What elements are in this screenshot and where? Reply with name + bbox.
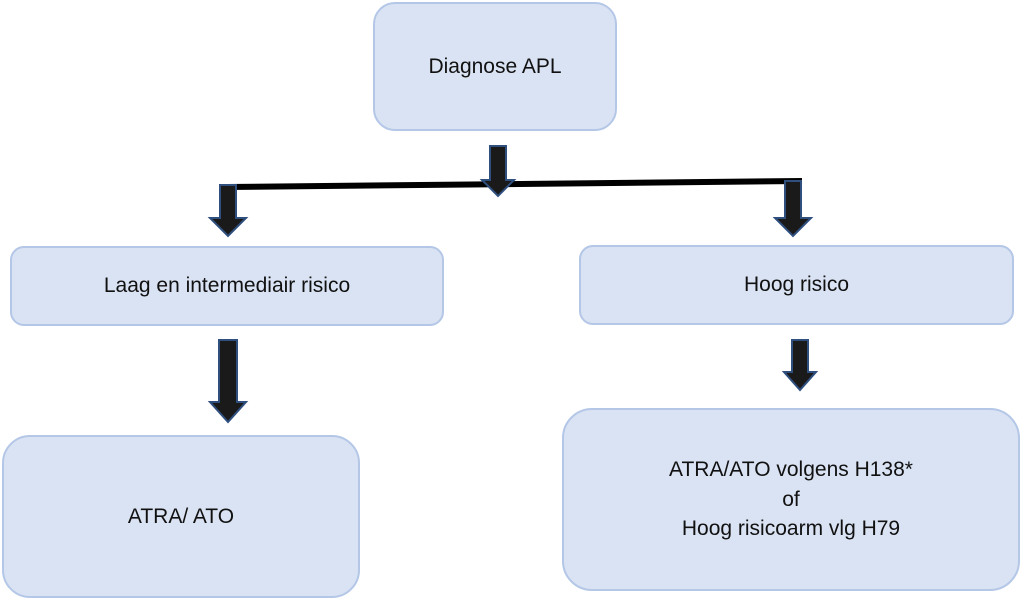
node-low-treatment-label: ATRA/ ATO bbox=[127, 504, 235, 528]
node-high-treatment-label: ATRA/ATO volgens H138* of Hoog risicoarm… bbox=[669, 458, 913, 541]
node-low-intermediate-risk-label: Laag en intermediair risico bbox=[103, 274, 351, 298]
branch-line bbox=[227, 178, 803, 190]
node-low-intermediate-risk: Laag en intermediair risico bbox=[10, 246, 444, 326]
arrow-right-branch bbox=[772, 180, 814, 238]
arrow-low-to-treatment bbox=[207, 339, 249, 424]
node-diagnose-apl: Diagnose APL bbox=[373, 2, 617, 131]
arrow-root-down bbox=[479, 145, 517, 198]
arrow-left-branch bbox=[207, 184, 249, 238]
node-high-risk-label: Hoog risico bbox=[743, 273, 850, 297]
node-low-treatment: ATRA/ ATO bbox=[2, 435, 360, 598]
node-high-risk: Hoog risico bbox=[579, 245, 1014, 325]
node-diagnose-apl-label: Diagnose APL bbox=[428, 54, 562, 78]
node-high-treatment: ATRA/ATO volgens H138* of Hoog risicoarm… bbox=[562, 408, 1020, 591]
arrow-high-to-treatment bbox=[781, 339, 819, 392]
